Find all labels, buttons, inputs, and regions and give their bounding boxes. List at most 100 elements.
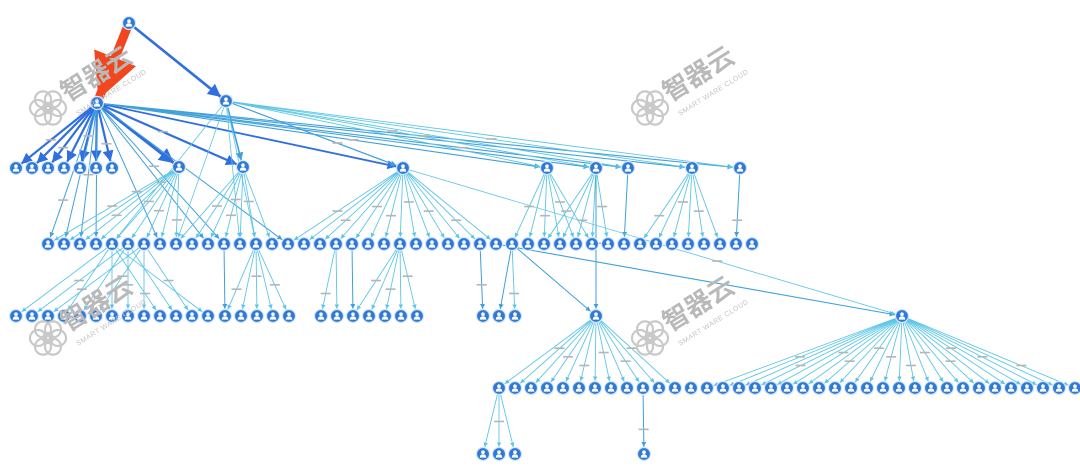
entity-node[interactable]: [8, 308, 24, 324]
entity-node[interactable]: [232, 236, 248, 252]
relation-edge[interactable]: [334, 243, 340, 309]
relation-edge[interactable]: [225, 100, 541, 168]
entity-node[interactable]: [987, 380, 1003, 396]
entity-node[interactable]: [152, 236, 168, 252]
relation-edge[interactable]: [384, 167, 404, 238]
entity-node[interactable]: [520, 236, 536, 252]
entity-node[interactable]: [218, 93, 234, 109]
entity-node[interactable]: [584, 236, 600, 252]
entity-node[interactable]: [377, 308, 393, 324]
entity-node[interactable]: [491, 308, 507, 324]
entity-node[interactable]: [56, 308, 72, 324]
relation-edge[interactable]: [83, 243, 129, 311]
entity-node[interactable]: [635, 380, 651, 396]
relation-edge[interactable]: [127, 21, 222, 98]
relation-edge[interactable]: [901, 315, 1069, 386]
relation-edge[interactable]: [242, 166, 271, 238]
entity-node[interactable]: [296, 236, 312, 252]
relation-edge[interactable]: [565, 315, 597, 382]
entity-node[interactable]: [233, 308, 249, 324]
entity-node[interactable]: [88, 160, 104, 176]
entity-node[interactable]: [72, 160, 88, 176]
entity-node[interactable]: [104, 308, 120, 324]
relation-edge[interactable]: [402, 167, 896, 315]
relation-edge[interactable]: [729, 315, 903, 386]
relation-edge[interactable]: [808, 315, 903, 385]
entity-node[interactable]: [8, 160, 24, 176]
entity-node[interactable]: [1003, 380, 1019, 396]
relation-edge[interactable]: [227, 243, 257, 310]
entity-node[interactable]: [281, 308, 297, 324]
entity-node[interactable]: [200, 236, 216, 252]
relation-edge[interactable]: [483, 387, 500, 448]
relation-edge[interactable]: [761, 315, 903, 386]
entity-node[interactable]: [955, 380, 971, 396]
entity-node[interactable]: [104, 236, 120, 252]
entity-node[interactable]: [104, 160, 120, 176]
entity-node[interactable]: [779, 380, 795, 396]
entity-node[interactable]: [152, 308, 168, 324]
entity-node[interactable]: [859, 380, 875, 396]
relation-edge[interactable]: [901, 315, 929, 382]
relation-edge[interactable]: [180, 166, 244, 239]
entity-node[interactable]: [1035, 380, 1051, 396]
entity-node[interactable]: [507, 308, 523, 324]
relation-edge[interactable]: [595, 315, 670, 384]
entity-node[interactable]: [731, 380, 747, 396]
relation-edge[interactable]: [595, 167, 609, 238]
entity-node[interactable]: [648, 236, 664, 252]
entity-node[interactable]: [329, 308, 345, 324]
relation-edge[interactable]: [96, 102, 397, 170]
entity-node[interactable]: [409, 308, 425, 324]
entity-node[interactable]: [1019, 380, 1035, 396]
relation-edge[interactable]: [225, 100, 244, 161]
entity-node[interactable]: [587, 380, 603, 396]
entity-node[interactable]: [424, 236, 440, 252]
entity-node[interactable]: [184, 308, 200, 324]
entity-node[interactable]: [265, 308, 281, 324]
entity-node[interactable]: [619, 380, 635, 396]
entity-node[interactable]: [168, 236, 184, 252]
relation-edge[interactable]: [371, 243, 401, 310]
entity-node[interactable]: [171, 159, 187, 175]
relation-edge[interactable]: [901, 315, 1006, 385]
relation-edge[interactable]: [883, 315, 903, 382]
entity-node[interactable]: [395, 160, 411, 176]
entity-node[interactable]: [264, 236, 280, 252]
relation-edge[interactable]: [96, 102, 541, 169]
entity-node[interactable]: [475, 308, 491, 324]
relation-edge[interactable]: [51, 101, 99, 164]
entity-node[interactable]: [747, 380, 763, 396]
relation-edge[interactable]: [824, 315, 903, 384]
relation-edge[interactable]: [901, 315, 1037, 386]
entity-node[interactable]: [939, 380, 955, 396]
entity-node[interactable]: [843, 380, 859, 396]
entity-node[interactable]: [376, 236, 392, 252]
relation-edge[interactable]: [546, 167, 589, 238]
entity-node[interactable]: [891, 380, 907, 396]
relation-edge[interactable]: [504, 315, 597, 384]
relation-edge[interactable]: [595, 315, 655, 383]
relation-edge[interactable]: [225, 100, 622, 169]
relation-edge[interactable]: [36, 101, 99, 164]
relation-edge[interactable]: [542, 167, 548, 237]
relation-edge[interactable]: [143, 243, 189, 311]
relation-edge[interactable]: [402, 167, 460, 239]
relation-edge[interactable]: [241, 243, 257, 310]
relation-edge[interactable]: [745, 315, 903, 386]
relation-edge[interactable]: [309, 167, 404, 240]
entity-node[interactable]: [651, 380, 667, 396]
entity-node[interactable]: [40, 308, 56, 324]
entity-node[interactable]: [907, 380, 923, 396]
entity-node[interactable]: [552, 236, 568, 252]
relation-edge[interactable]: [547, 167, 597, 239]
relation-edge[interactable]: [398, 243, 404, 309]
relation-edge[interactable]: [839, 315, 903, 383]
relation-edge[interactable]: [641, 387, 647, 448]
relation-edge[interactable]: [95, 101, 114, 162]
relation-edge[interactable]: [691, 167, 719, 238]
entity-node[interactable]: [728, 236, 744, 252]
relation-edge[interactable]: [325, 167, 404, 240]
entity-node[interactable]: [603, 380, 619, 396]
entity-node[interactable]: [235, 159, 251, 175]
